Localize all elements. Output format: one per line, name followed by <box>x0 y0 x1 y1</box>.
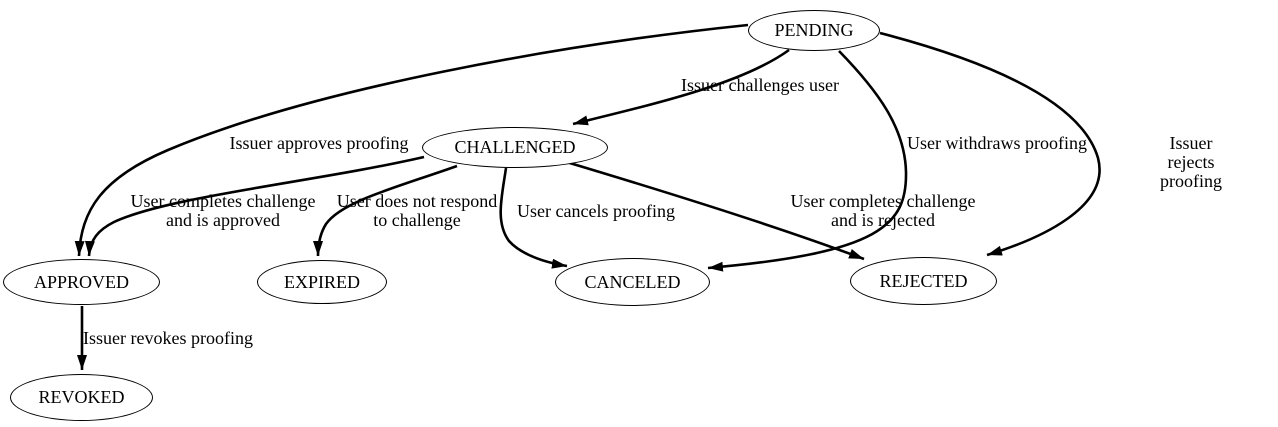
edge-label-challenged-canceled: User cancels proofing <box>517 201 675 221</box>
edge-challenged-rejected <box>562 159 865 261</box>
state-node-revoked: REVOKED <box>10 374 153 421</box>
edge-pending-canceled <box>707 50 908 272</box>
edge-label-challenged-approved: User completes challenge and is approved <box>130 191 316 230</box>
edge-challenged-canceled <box>499 167 568 269</box>
edge-pending-approved <box>74 23 749 257</box>
state-node-expired: EXPIRED <box>257 260 387 304</box>
edge-label-pending-rejected: Issuer rejects proofing <box>1160 133 1222 191</box>
state-node-canceled-label: CANCELED <box>584 271 681 292</box>
state-node-pending: PENDING <box>748 10 880 51</box>
edge-label-challenged-rejected: User completes challenge and is rejected <box>790 191 976 230</box>
edge-label-challenged-expired: User does not respond to challenge <box>336 191 498 230</box>
edge-label-approved-revoked: Issuer revokes proofing <box>83 328 253 348</box>
state-node-revoked-label: REVOKED <box>38 387 125 407</box>
edge-label-pending-canceled: User withdraws proofing <box>907 133 1087 153</box>
state-node-approved-label: APPROVED <box>33 271 130 292</box>
edge-challenged-expired <box>313 164 458 257</box>
edge-challenged-approved <box>84 155 425 257</box>
state-node-expired-label: EXPIRED <box>284 271 360 292</box>
state-node-challenged: CHALLENGED <box>422 127 608 168</box>
edge-label-pending-challenged: Issuer challenges user <box>681 75 839 95</box>
state-node-rejected: REJECTED <box>850 257 997 305</box>
state-node-canceled: CANCELED <box>555 258 710 306</box>
state-node-pending-label: PENDING <box>774 20 854 40</box>
state-node-rejected-label: REJECTED <box>879 270 968 291</box>
state-node-approved: APPROVED <box>3 259 160 305</box>
edge-pending-rejected <box>879 31 1101 257</box>
edge-pending-challenged <box>572 48 790 126</box>
edge-label-pending-approved: Issuer approves proofing <box>229 133 409 153</box>
state-node-challenged-label: CHALLENGED <box>454 137 576 157</box>
